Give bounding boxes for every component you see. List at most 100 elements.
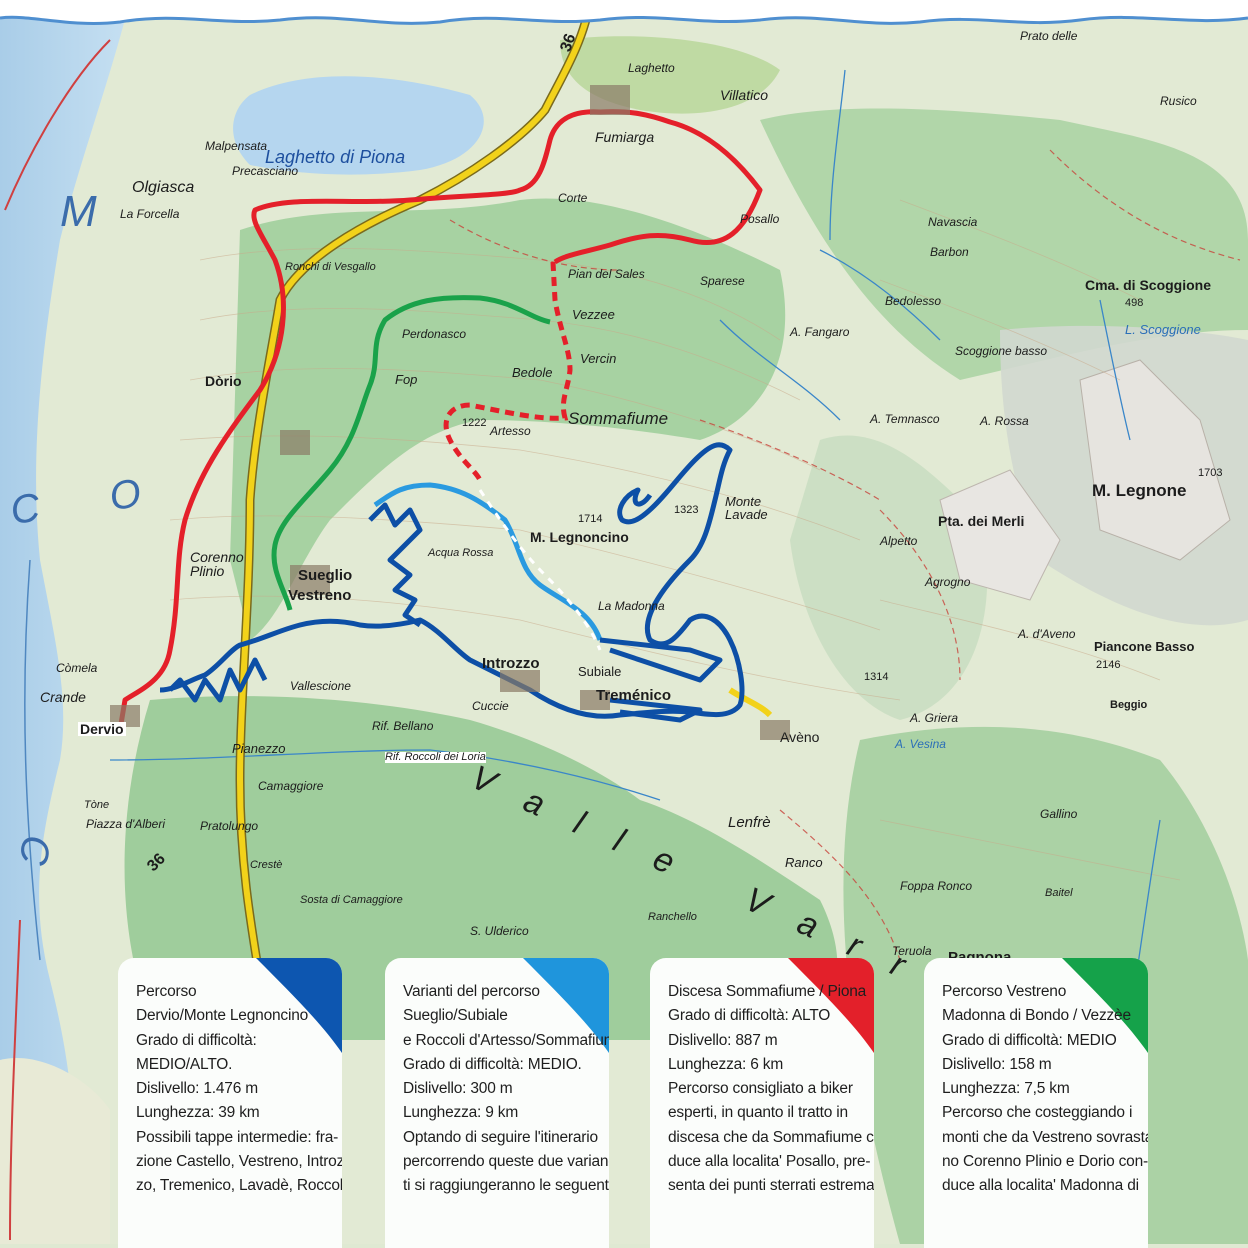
label-casniella: Gallino	[1040, 807, 1078, 821]
card-line: Discesa Sommafiume / Piona	[668, 983, 867, 1000]
label-a-prato: Rusico	[1160, 94, 1197, 108]
label-sueglio: Sueglio	[298, 567, 353, 584]
forest-area	[790, 435, 988, 720]
card-line: senta dei punti sterrati estrema-	[668, 1177, 874, 1195]
contour-lines	[169, 199, 1181, 881]
label-la-forcella: La Forcella	[120, 207, 180, 221]
label-beggio: A. d'Aveno	[1018, 627, 1076, 641]
label-dorio: Dòrio	[205, 373, 242, 389]
label-height-1714: 1714	[578, 513, 603, 525]
label-height-1323: 1323	[674, 504, 699, 516]
label-vezzee: Vezzee	[572, 307, 615, 322]
card-line: Grado di difficoltà: ALTO	[668, 1007, 831, 1025]
label-aveno: Avèno	[780, 729, 820, 745]
label-a-cremonno: Teruola	[892, 944, 932, 958]
label-teruola: Foppa Ronco	[900, 879, 973, 893]
label-a-rossa: Scoggione basso	[955, 344, 1048, 358]
card-corner-lightblue	[522, 958, 609, 1054]
label-borgo: Crande	[40, 689, 86, 705]
card-line: Grado di difficoltà:	[136, 1031, 257, 1049]
card-line: Lunghezza: 6 km	[668, 1055, 784, 1073]
route-green	[271, 295, 551, 611]
route-lightblue-dashed	[478, 489, 602, 651]
card-line: Percorso Vestreno	[942, 983, 1067, 1000]
label-pratolungo: Camaggiore	[258, 779, 324, 793]
label-la-cappona: Còmela	[56, 661, 98, 675]
label-font-fredda: A. Vesina	[895, 737, 946, 751]
card-line: Varianti del percorso	[403, 983, 540, 1000]
forest-area	[124, 696, 838, 1040]
label-villatico: Villatico	[720, 87, 768, 103]
label-pianezzo: Pianezzo	[232, 741, 286, 756]
label-laghetto-di-piona: Laghetto di Piona	[265, 147, 406, 167]
label-height-1703: 498	[1125, 297, 1144, 309]
card-line: Dervio/Monte Legnoncino	[136, 1007, 309, 1025]
label-ronchi-di-vesgallo: Ronchi di Vesgallo	[285, 261, 376, 273]
label-pta-dei-merli: Pta. dei Merli	[938, 513, 1025, 529]
route-card-discesa-sommafiume: Discesa Sommafiume / Piona Grado di diff…	[650, 958, 874, 1248]
label-vestreno: Vestreno	[288, 587, 352, 604]
label-a-fangaro: Sparese	[700, 274, 745, 288]
card-line: duce alla localita' Madonna di	[942, 1177, 1139, 1195]
label-alpetto: A. Temnasco	[870, 412, 940, 426]
label-la-madonna: La Madonna	[598, 599, 665, 613]
rocky-area	[1079, 359, 1231, 561]
label-corenno-plinio: Corenno Plinio	[190, 549, 244, 579]
label-artesso: Artesso	[490, 424, 531, 438]
card-line: Dislivello: 300 m	[403, 1080, 513, 1098]
label-s-cecilia: Tòne	[84, 799, 110, 811]
lake-current-line	[9, 919, 21, 1241]
label-height-1222: 1222	[462, 417, 487, 429]
label-barbon: Navascia	[928, 215, 978, 229]
card-line: duce alla localita' Posallo, pre-	[668, 1153, 871, 1171]
card-line: e Roccoli d'Artesso/Sommafiume	[403, 1031, 609, 1049]
label-cma-di-scoggione: Cma. di Scoggione	[1085, 277, 1212, 293]
label-a-vignago: Rif. Bellano	[372, 719, 434, 733]
label-lake-letter-m: M	[60, 187, 97, 236]
card-line: Percorso che costeggiando i	[942, 1104, 1133, 1122]
forest-area	[760, 108, 1248, 380]
route-red	[117, 109, 763, 731]
torn-edge-shadow	[0, 15, 1248, 26]
label-bedolesso: A. Fangaro	[790, 325, 850, 339]
label-l-scoggione: L. Scoggione	[1125, 322, 1201, 337]
label-fop: Perdonasco	[402, 327, 467, 341]
card-line: Percorso consigliato a biker	[668, 1080, 853, 1098]
label-agrogno: Alpetto	[880, 534, 918, 548]
rocky-area	[939, 469, 1061, 601]
lake-current-line	[4, 39, 111, 211]
route-blue	[159, 442, 745, 719]
label-subiale: Subiale	[578, 664, 622, 679]
label-camposecco: Laghetto	[628, 61, 675, 75]
card-line: ti si raggiungeranno le seguenti	[403, 1177, 609, 1195]
card-line: MEDIO/ALTO.	[136, 1055, 233, 1073]
label-olgiasca: Olgiasca	[132, 179, 195, 196]
route-card-dervio-legnoncino: Percorso Dervio/Monte Legnoncino Grado d…	[118, 958, 342, 1248]
label-sommafiume: Sommafiume	[568, 409, 669, 428]
card-line: Grado di difficoltà: MEDIO.	[403, 1055, 582, 1073]
route-red-dashed	[443, 261, 573, 482]
label-posallo: Posallo	[740, 212, 780, 226]
label-a-vesina: A. Griera	[910, 711, 959, 725]
card-line: Lunghezza: 7,5 km	[942, 1080, 1070, 1098]
card-line: Lunghezza: 39 km	[136, 1104, 260, 1122]
label-dervio: Dervio	[78, 721, 126, 737]
label-navascia: Bedolesso	[885, 294, 942, 308]
label-m-legnone: M. Legnone	[1092, 481, 1187, 500]
label-height-2069: 2146	[1096, 659, 1121, 671]
card-line: percorrendo queste due varian-	[403, 1153, 609, 1171]
route-card-varianti: Varianti del percorso Sueglio/Subiale e …	[385, 958, 609, 1248]
card-line: Grado di difficoltà: MEDIO	[942, 1031, 1117, 1049]
label-sosta-di-camaggiore: S. Ulderico	[470, 924, 529, 938]
label-piazza-d-alberi: Rif. Roccoli dei Loria	[385, 751, 486, 763]
label-s-ulderico: Ranchello	[648, 911, 697, 923]
label-bedoleddo: Baitel	[1045, 887, 1073, 899]
land-area	[0, 1058, 110, 1244]
card-corner-green	[1061, 958, 1148, 1054]
label-vercin: Vercin	[580, 351, 617, 366]
label-gambotti: Barbon	[930, 245, 969, 259]
label-precasciano: Precasciano	[232, 164, 299, 178]
label-tremenico: Treménico	[596, 687, 672, 704]
minor-roads	[449, 149, 1241, 961]
label-camaggiore: Crestè	[250, 859, 283, 871]
